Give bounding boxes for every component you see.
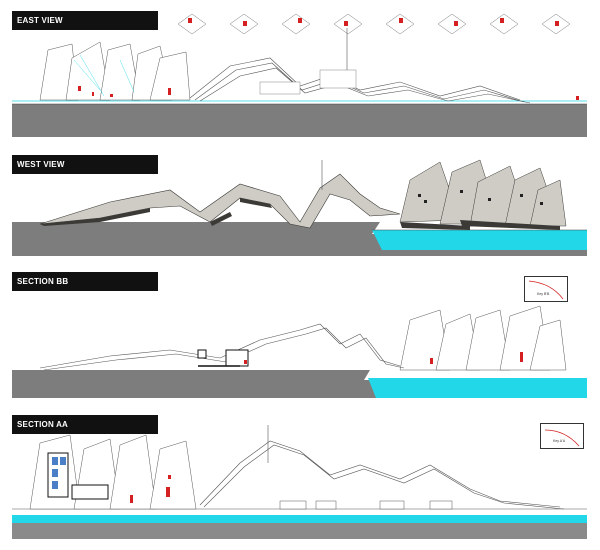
west-view-drawing [12, 159, 587, 256]
section-bb-panel: SECTION BB Key B'B [0, 270, 600, 405]
east-view-panel: EAST VIEW [0, 0, 600, 150]
section-bb-ribbons [39, 323, 405, 371]
section-aa-title: SECTION AA [12, 415, 158, 434]
section-bb-title: SECTION BB [12, 272, 158, 291]
east-view-title: EAST VIEW [12, 11, 158, 30]
view-thumbnail [437, 13, 467, 35]
east-roof-ribbons [189, 57, 531, 104]
section-aa-panel: SECTION AA Key A'A [0, 405, 600, 550]
section-aa-water [12, 515, 587, 523]
east-view-drawing [12, 13, 587, 137]
east-ground [12, 104, 587, 137]
section-aa-key-plan: Key A'A [540, 423, 584, 449]
west-water [372, 230, 587, 250]
west-view-title: WEST VIEW [12, 155, 158, 174]
view-thumbnail [333, 13, 363, 35]
section-bb-key-plan-caption: Key B'B [537, 292, 550, 296]
section-aa-drawing [12, 425, 587, 539]
section-aa-ground [12, 523, 587, 539]
view-thumbnail [281, 13, 311, 35]
section-bb-key-plan: Key B'B [524, 276, 568, 302]
west-roof-ribbons [39, 173, 401, 229]
east-building-cluster [39, 41, 191, 101]
west-view-panel: WEST VIEW [0, 150, 600, 270]
section-bb-buildings [399, 305, 567, 371]
section-aa-stair-core [47, 452, 109, 500]
section-aa-ribbons [199, 440, 565, 510]
section-bb-water [368, 378, 587, 398]
section-aa-key-plan-caption: Key A'A [553, 439, 566, 443]
view-thumbnail [541, 13, 571, 35]
view-thumbnail [177, 13, 207, 35]
view-thumbnail [489, 13, 519, 35]
section-bb-drawing [12, 305, 587, 398]
view-thumbnails [177, 13, 571, 35]
west-building-cluster [399, 159, 567, 227]
east-red-accents [78, 86, 579, 100]
view-thumbnail [229, 13, 259, 35]
view-thumbnail [385, 13, 415, 35]
